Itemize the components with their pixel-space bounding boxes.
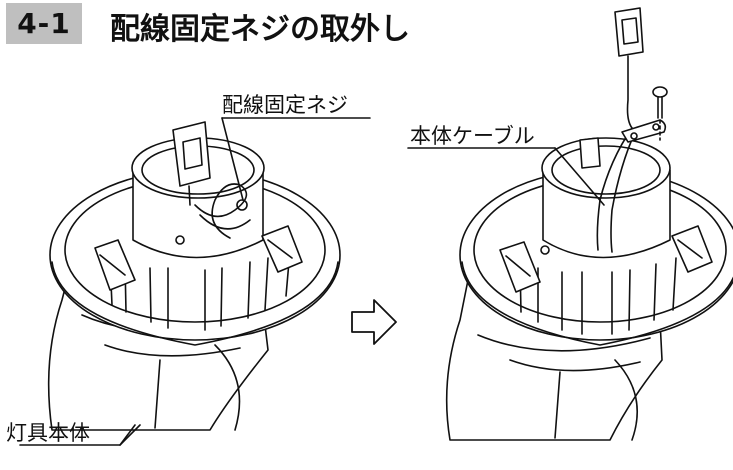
wiring-screw-left <box>236 199 248 211</box>
spring-clips-right <box>499 225 713 293</box>
label-lamp-body: 灯具本体 <box>6 421 90 445</box>
connector-right <box>614 7 644 129</box>
label-main-cable: 本体ケーブル <box>410 124 535 148</box>
removed-screw-icon <box>652 86 668 141</box>
right-arrow-icon <box>351 299 397 345</box>
spring-clips-left <box>94 225 303 291</box>
section-header: 4-1 配線固定ネジの取外し <box>0 0 733 50</box>
cable-clamp <box>621 119 667 143</box>
section-number: 4-1 <box>6 3 82 44</box>
lamp-after-figure <box>445 7 733 441</box>
section-title: 配線固定ネジの取外し <box>110 12 410 47</box>
label-wiring-screw: 配線固定ネジ <box>222 93 348 117</box>
lamp-before-figure <box>47 121 341 431</box>
connector-left <box>172 121 211 206</box>
